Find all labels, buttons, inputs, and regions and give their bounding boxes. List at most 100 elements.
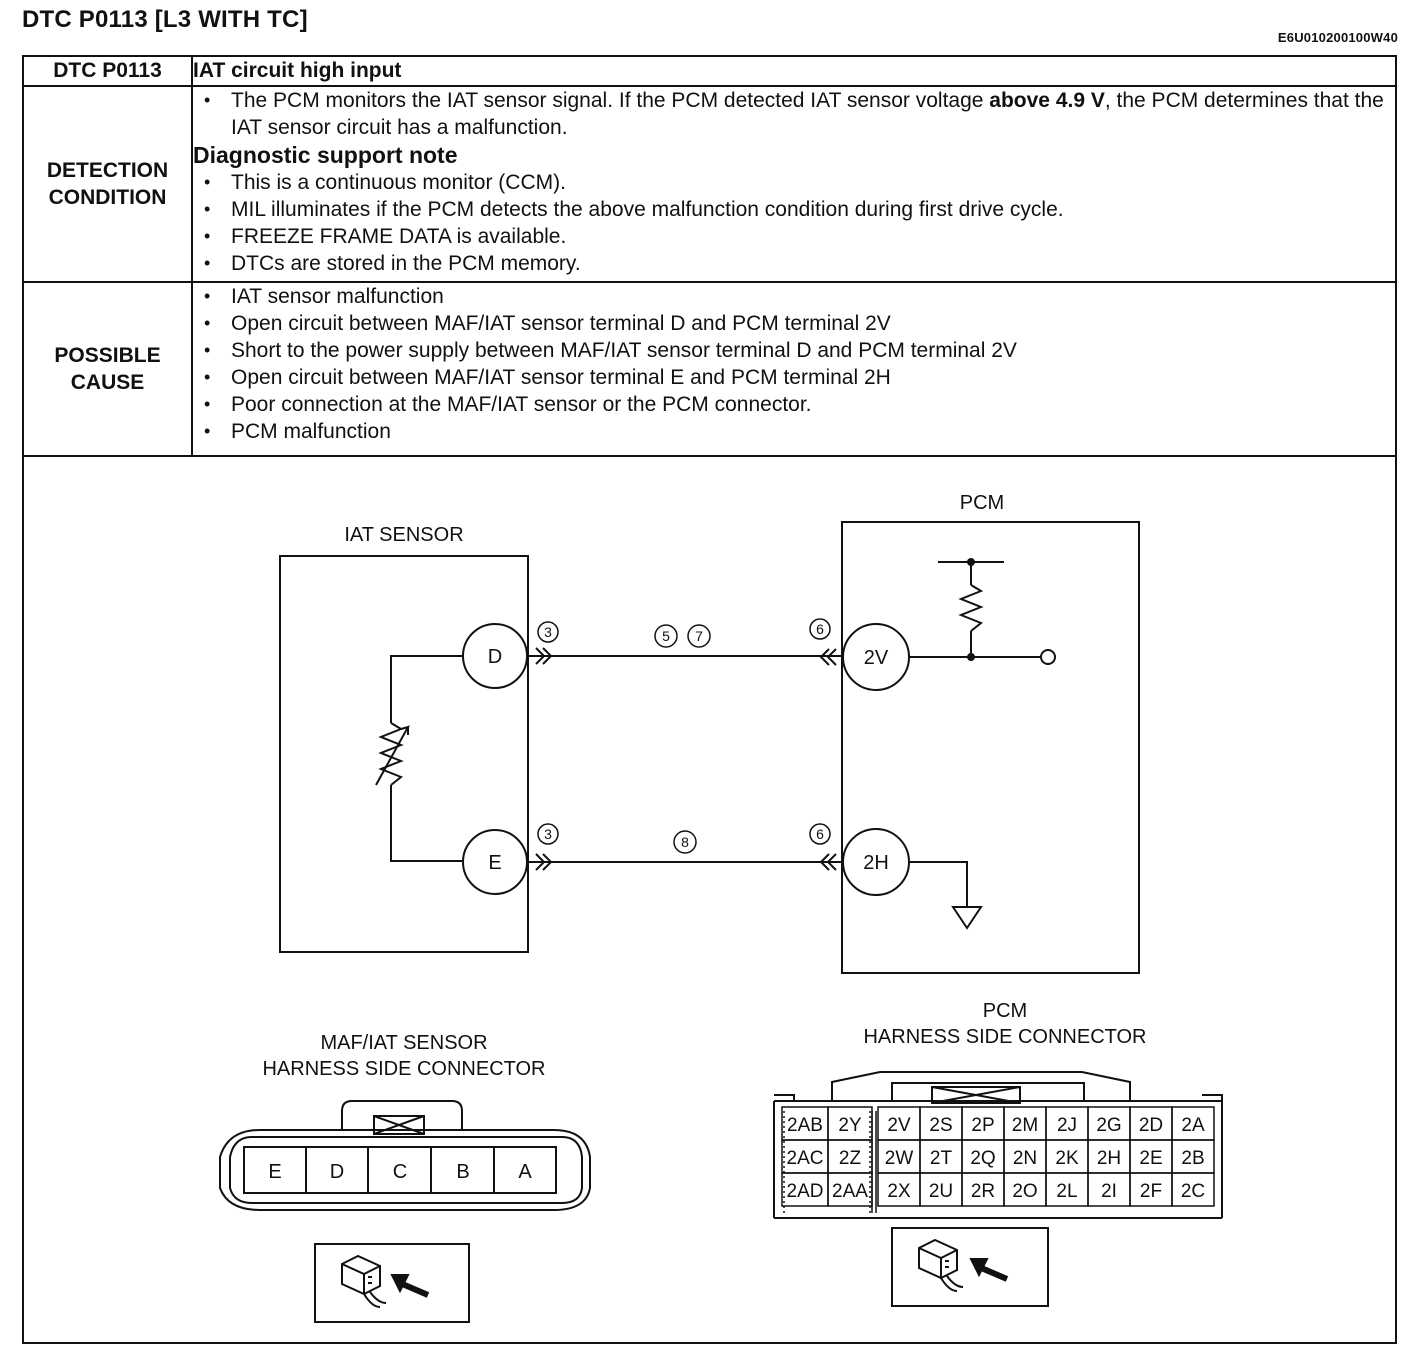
pcm-pin-label: 2D	[1139, 1115, 1163, 1136]
dtc-header-row: DTC P0113 IAT circuit high input	[24, 57, 1395, 87]
detection-condition-body: The PCM monitors the IAT sensor signal. …	[191, 85, 1395, 283]
pcm-pin-label: 2S	[929, 1115, 952, 1136]
callout-label: 7	[695, 628, 703, 644]
pcm-pin-label: 2M	[1012, 1115, 1038, 1136]
list-item: FREEZE FRAME DATA is available.	[193, 223, 1395, 250]
junction-dot	[967, 558, 975, 566]
pcm-pin-label: 2X	[887, 1181, 911, 1202]
connector-mark	[819, 648, 837, 666]
list-item: DTCs are stored in the PCM memory.	[193, 250, 1395, 277]
pcm-pin-label: 2F	[1140, 1181, 1162, 1202]
detection-condition-label: DETECTION CONDITION	[24, 85, 193, 283]
list-item: IAT sensor malfunction	[193, 283, 1395, 310]
detection-condition-row: DETECTION CONDITION The PCM monitors the…	[24, 85, 1395, 283]
possible-cause-row: POSSIBLE CAUSE IAT sensor malfunction Op…	[24, 281, 1395, 457]
junction-dot	[967, 653, 975, 661]
pcm-pin-label: 2U	[929, 1181, 953, 1202]
thermistor-icon	[378, 722, 404, 786]
pcm-pin-label: 2W	[885, 1148, 914, 1169]
thermistor-arrow	[375, 725, 411, 786]
pcm-pin-label: 2H	[1097, 1148, 1121, 1169]
dtc-frame: DTC P0113 IAT circuit high input DETECTI…	[22, 55, 1397, 1344]
list-item: Open circuit between MAF/IAT sensor term…	[193, 364, 1395, 391]
terminal-2v-label: 2V	[864, 647, 889, 669]
callout-label: 3	[544, 624, 552, 640]
pcm-connector-title: HARNESS SIDE CONNECTOR	[863, 1026, 1146, 1048]
maf-pin-label: D	[330, 1161, 344, 1183]
connector-mark	[535, 647, 553, 665]
maf-pin-label: C	[393, 1161, 407, 1183]
possible-cause-label: POSSIBLE CAUSE	[24, 281, 193, 457]
pcm-pin-label: 2V	[887, 1115, 911, 1136]
list-item: Poor connection at the MAF/IAT sensor or…	[193, 391, 1395, 418]
dtc-table: DTC P0113 IAT circuit high input DETECTI…	[24, 57, 1395, 457]
dtc-code-cell: DTC P0113	[24, 57, 193, 87]
pcm-pin-label: 2J	[1057, 1115, 1077, 1136]
pcm-box	[841, 521, 1140, 974]
output-terminal	[1040, 649, 1056, 665]
pcm-pin-label: 2A	[1181, 1115, 1205, 1136]
callout-label: 3	[544, 826, 552, 842]
callout-label: 6	[816, 826, 824, 842]
document-id: E6U010200100W40	[1277, 30, 1398, 45]
sensor-internal-wire	[390, 785, 462, 862]
maf-connector-title: HARNESS SIDE CONNECTOR	[262, 1058, 545, 1080]
pcm-pin-label: 2Q	[970, 1148, 995, 1169]
sensor-internal-wire	[390, 655, 462, 723]
page-title: DTC P0113 [L3 WITH TC]	[22, 6, 308, 33]
pcm-connector-title: PCM	[983, 1000, 1027, 1022]
pcm-pin-label: 2AB	[787, 1115, 823, 1136]
maf-pin-label: E	[268, 1161, 281, 1183]
connector-mark	[819, 853, 837, 871]
dtc-description-cell: IAT circuit high input	[191, 57, 1395, 87]
callout-label: 6	[816, 621, 824, 637]
diagnostic-note-title: Diagnostic support note	[193, 142, 458, 168]
pcm-pin-label: 2T	[930, 1148, 953, 1169]
callout-label: 8	[681, 834, 689, 850]
maf-pin-label: B	[456, 1161, 469, 1183]
terminal-d-label: D	[488, 646, 502, 668]
maf-iat-connector	[219, 1100, 591, 1211]
pcm-pin-label: 2AA	[832, 1181, 868, 1202]
pcm-pin-cell	[827, 1172, 873, 1207]
pcm-pin-label: 2N	[1013, 1148, 1037, 1169]
harness-side-view-icon	[314, 1243, 470, 1323]
pcm-pin-label: 2I	[1101, 1181, 1117, 1202]
pcm-pin-label: 2P	[971, 1115, 994, 1136]
pcm-pin-label: 2Z	[839, 1148, 862, 1169]
ground-icon	[951, 906, 983, 930]
maf-connector-title: MAF/IAT SENSOR	[320, 1032, 487, 1054]
pcm-pin-label: 2B	[1181, 1148, 1204, 1169]
pcm-pin-label: 2L	[1056, 1181, 1077, 1202]
pcm-pin-label: 2R	[971, 1181, 995, 1202]
iat-sensor-box	[279, 555, 529, 953]
connector-mark	[535, 853, 553, 871]
voltage-threshold: above 4.9 V	[989, 89, 1105, 112]
ground-wire	[909, 861, 968, 907]
pcm-pin-label: 2AC	[787, 1148, 824, 1169]
pcm-pin-label: 2E	[1139, 1148, 1162, 1169]
wiring-diagram: IAT SENSOR PCM D E 2V 2H 3 5 7 6 3 8 6 M…	[219, 492, 1223, 1323]
maf-pin-label: A	[518, 1161, 532, 1183]
iat-sensor-label: IAT SENSOR	[344, 524, 463, 546]
list-item: Open circuit between MAF/IAT sensor term…	[193, 310, 1395, 337]
possible-cause-list: IAT sensor malfunction Open circuit betw…	[193, 283, 1395, 445]
pcm-pin-label: 2C	[1181, 1181, 1205, 1202]
pcm-label: PCM	[960, 492, 1004, 514]
pcm-pin-label: 2K	[1055, 1148, 1079, 1169]
diagnostic-note-list: This is a continuous monitor (CCM). MIL …	[193, 169, 1395, 277]
pcm-connector	[773, 1071, 1223, 1219]
terminal-e-label: E	[488, 852, 501, 874]
list-item: PCM malfunction	[193, 418, 1395, 445]
list-item: This is a continuous monitor (CCM).	[193, 169, 1395, 196]
pcm-pin-label: 2O	[1012, 1181, 1037, 1202]
resistor-icon	[958, 584, 984, 632]
callout-label: 5	[662, 628, 670, 644]
list-item: Short to the power supply between MAF/IA…	[193, 337, 1395, 364]
pcm-pin-grid	[781, 1106, 1215, 1207]
pcm-pin-label: 2AD	[787, 1181, 824, 1202]
detection-main-item: The PCM monitors the IAT sensor signal. …	[193, 87, 1395, 141]
possible-cause-body: IAT sensor malfunction Open circuit betw…	[191, 281, 1395, 457]
pcm-pin-label: 2Y	[838, 1115, 862, 1136]
terminal-2h-label: 2H	[863, 852, 889, 874]
